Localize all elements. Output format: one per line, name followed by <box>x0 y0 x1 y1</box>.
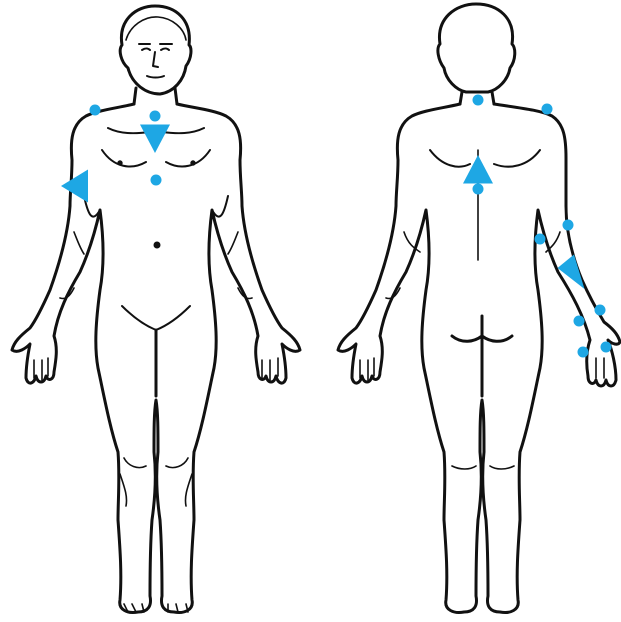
front-left-nipple <box>118 161 122 165</box>
back-elbow-outer-marker <box>563 220 574 231</box>
front-sternum-mid-marker <box>151 175 162 186</box>
back-shoulder-blades <box>430 150 540 167</box>
back-forearm-arrow-marker <box>558 255 585 290</box>
back-mid-spine-marker <box>473 184 484 195</box>
back-finger-2-marker <box>601 342 612 353</box>
front-right-nipple <box>191 161 195 165</box>
marker-layer <box>61 95 612 358</box>
front-left-arm-arrow-marker <box>61 170 88 203</box>
back-upper-spine-marker <box>473 95 484 106</box>
back-head <box>438 4 515 92</box>
back-elbow-inner-marker <box>535 234 546 245</box>
back-finger-1-marker <box>578 347 589 358</box>
front-sternum-top-marker <box>150 111 161 122</box>
front-left-shoulder-marker <box>90 105 101 116</box>
back-right-shoulder-marker <box>542 104 553 115</box>
back-wrist-inner-marker <box>574 316 585 327</box>
back-buttocks <box>452 316 512 396</box>
front-face <box>139 44 172 78</box>
front-body-figure <box>12 6 300 613</box>
front-navel <box>154 242 160 248</box>
back-wrist-outer-marker <box>595 305 606 316</box>
front-head <box>120 6 191 94</box>
front-sternum-arrow-marker <box>140 125 170 154</box>
back-spine-arrow-marker <box>463 155 493 184</box>
